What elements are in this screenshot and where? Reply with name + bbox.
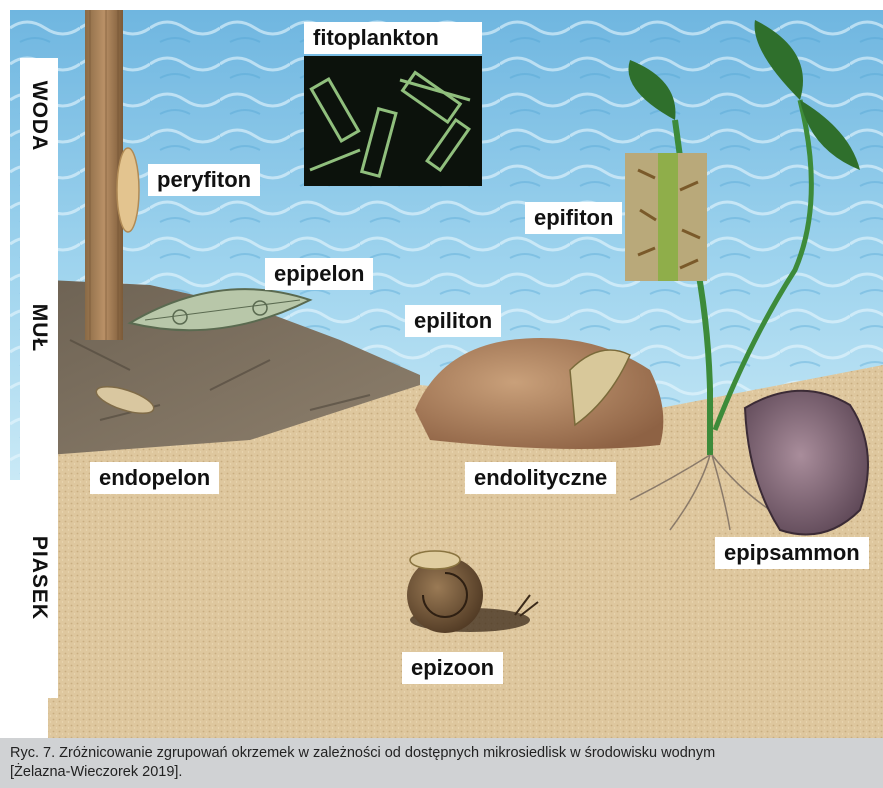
figure-caption: Ryc. 7. Zróżnicowanie zgrupowań okrzemek…: [0, 738, 883, 788]
label-peryfiton: peryfiton: [148, 164, 260, 196]
epizoon-diatom: [410, 551, 460, 569]
label-endopelon: endopelon: [90, 462, 219, 494]
zone-strip: WODA MUŁ PIASEK: [20, 58, 58, 698]
habitat-scene: [10, 10, 883, 738]
label-fitoplankton: fitoplankton: [304, 22, 482, 54]
caption-line-1: Ryc. 7. Zróżnicowanie zgrupowań okrzemek…: [10, 744, 873, 763]
epifiton-stem-closeup: [658, 153, 678, 281]
peryfiton-diatom: [117, 148, 139, 232]
label-endolityczne: endolityczne: [465, 462, 616, 494]
label-epipsammon: epipsammon: [715, 537, 869, 569]
label-epifiton: epifiton: [525, 202, 622, 234]
label-epipelon: epipelon: [265, 258, 373, 290]
label-epiliton: epiliton: [405, 305, 501, 337]
habitat-diagram: WODA MUŁ PIASEK fitoplankton peryfiton e…: [10, 10, 883, 738]
caption-line-2: [Żelazna-Wieczorek 2019].: [10, 763, 873, 782]
label-epizoon: epizoon: [402, 652, 503, 684]
